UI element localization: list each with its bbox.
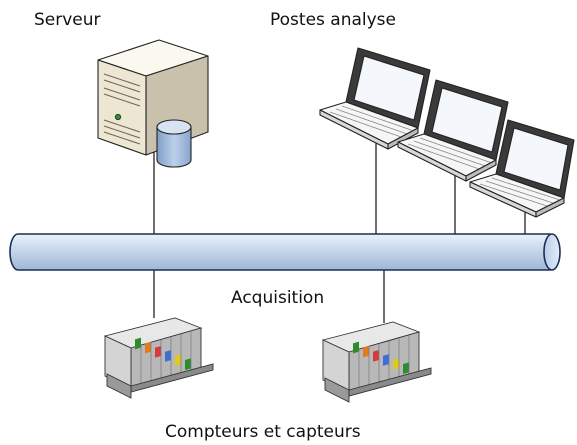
- laptop-icon: [469, 119, 575, 218]
- plc-io-module-icon: [321, 321, 432, 403]
- connector-lines: [153, 140, 526, 323]
- devices-label: Compteurs et capteurs: [165, 422, 361, 442]
- database-cylinder-icon: [156, 119, 192, 168]
- server-label: Serveur: [34, 10, 101, 30]
- server-tower-icon: [97, 39, 209, 168]
- laptop-icon: [319, 47, 431, 150]
- laptop-icon: [397, 79, 509, 182]
- bus-label: Acquisition: [231, 288, 325, 308]
- plc-io-module-icon: [103, 317, 214, 399]
- acquisition-bus: [9, 233, 561, 271]
- workstations-label: Postes analyse: [270, 10, 396, 30]
